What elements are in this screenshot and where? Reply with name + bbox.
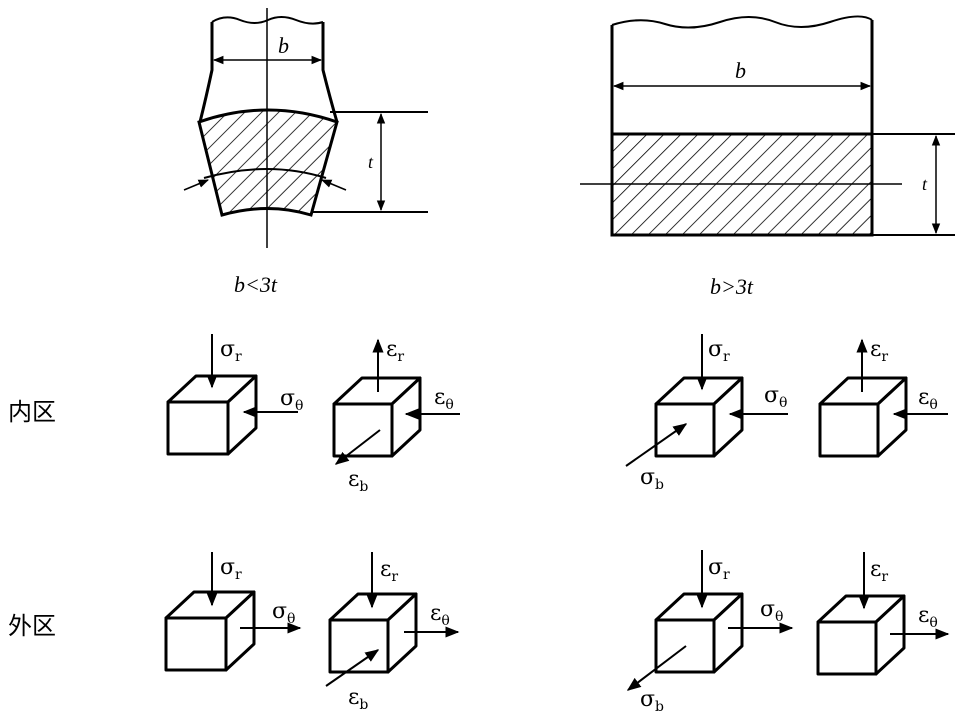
eps-r-label: εr — [386, 337, 404, 365]
cube-box — [166, 374, 258, 456]
narrow-section-hatched-region — [197, 108, 339, 217]
sigma-r-label: σr — [708, 555, 730, 583]
sigma-r-label: σr — [708, 337, 730, 365]
sigma-theta-label: σθ — [764, 383, 787, 411]
inner-wide-strain-cube: εr εθ — [818, 337, 948, 458]
sigma-b-arrow — [625, 423, 688, 467]
eps-theta-label: εθ — [918, 603, 938, 631]
outer-wide-stress-cube: σr σθ σb — [626, 550, 794, 715]
eps-r-label: εr — [870, 557, 888, 585]
narrow-neutral-arrow-right — [321, 179, 347, 191]
sigma-b-label: σb — [640, 687, 664, 715]
narrow-section-break-line — [211, 16, 324, 25]
narrow-thickness-label: t — [368, 152, 374, 172]
eps-theta-label: εθ — [434, 385, 454, 413]
cube-box — [654, 376, 744, 458]
eps-theta-label: εθ — [918, 385, 938, 413]
eps-b-label: εb — [348, 685, 368, 713]
narrow-section-caption: b<3t — [234, 272, 278, 297]
wide-section-drawing: b t b>3t — [580, 15, 955, 299]
wide-section-break-line — [611, 15, 873, 29]
wide-section-caption: b>3t — [710, 274, 754, 299]
cube-box — [654, 592, 744, 674]
eps-b-label: εb — [348, 467, 368, 495]
eps-r-label: εr — [870, 337, 888, 365]
inner-zone-label: 内区 — [8, 398, 56, 426]
eps-r-label: εr — [380, 557, 398, 585]
sigma-b-arrow — [626, 645, 687, 691]
narrow-section-drawing: b t b<3t — [183, 8, 428, 297]
inner-narrow-strain-cube: εr εθ εb — [332, 337, 460, 495]
eps-theta-label: εθ — [430, 601, 450, 629]
outer-wide-strain-cube: εr εθ — [816, 552, 950, 676]
wide-thickness-label: t — [922, 174, 928, 194]
sigma-r-label: σr — [220, 555, 242, 583]
inner-wide-stress-cube: σr σθ σb — [625, 334, 788, 493]
sigma-theta-label: σθ — [280, 386, 303, 414]
eps-b-arrow — [325, 649, 380, 687]
cube-box — [818, 376, 908, 458]
cube-box — [164, 590, 256, 672]
eps-b-arrow — [334, 429, 381, 465]
outer-zone-label: 外区 — [8, 612, 56, 640]
inner-narrow-stress-cube: σr σθ — [166, 334, 303, 456]
sigma-theta-label: σθ — [272, 599, 295, 627]
narrow-section-body — [198, 22, 339, 123]
wide-width-label: b — [735, 58, 746, 83]
sigma-theta-label: σθ — [760, 597, 783, 625]
sigma-r-label: σr — [220, 337, 242, 365]
outer-narrow-stress-cube: σr σθ — [164, 552, 302, 672]
narrow-neutral-arrow-left — [183, 179, 209, 191]
narrow-width-label: b — [278, 33, 289, 58]
sigma-b-label: σb — [640, 465, 664, 493]
outer-narrow-strain-cube: εr εθ εb — [325, 552, 460, 713]
